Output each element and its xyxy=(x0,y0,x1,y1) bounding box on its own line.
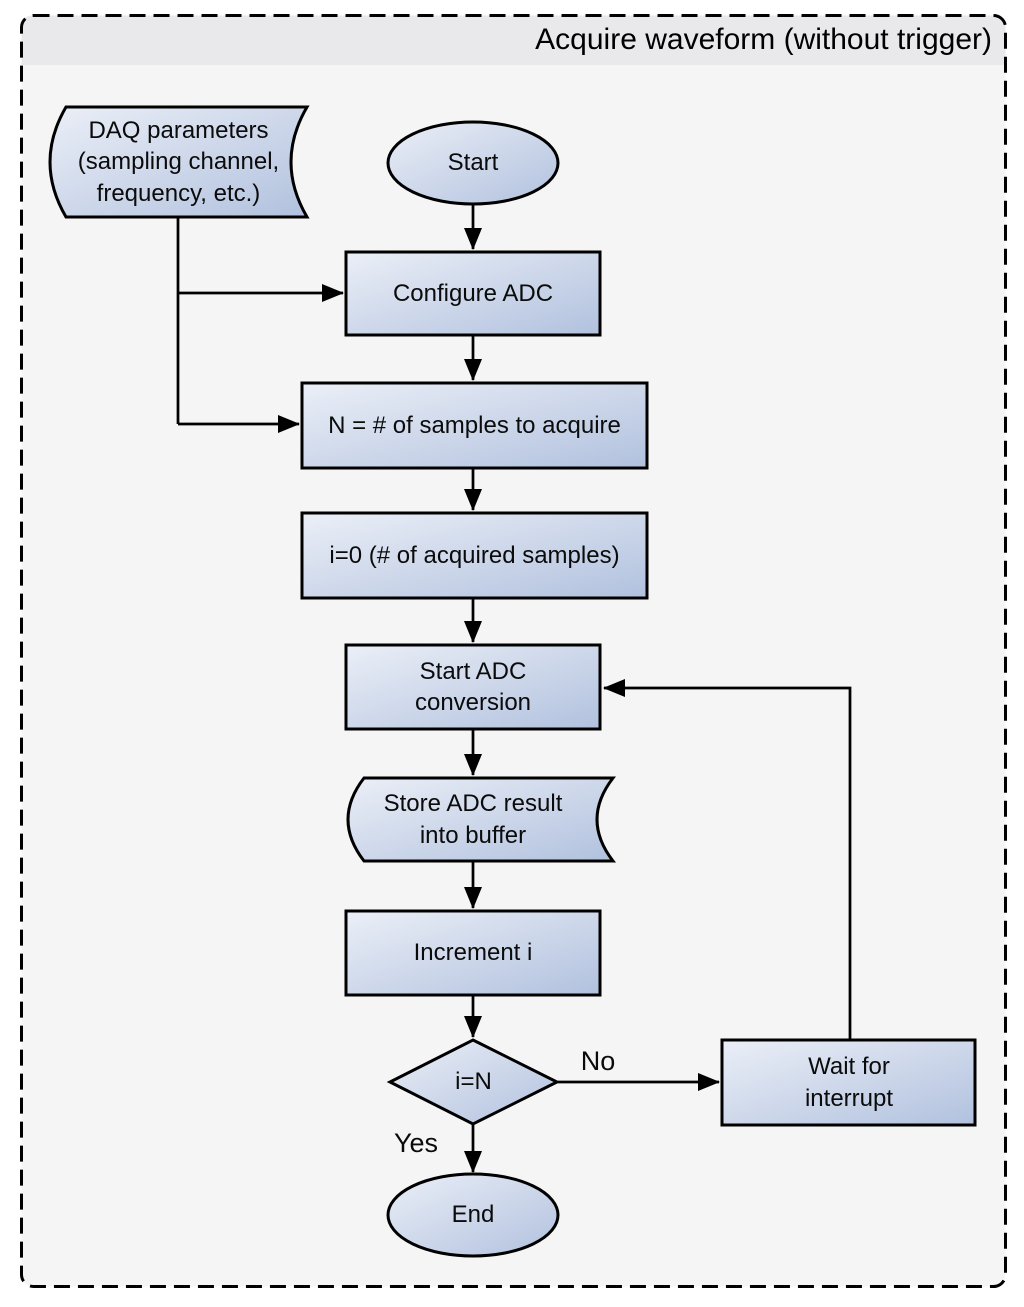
store-result-node-shape xyxy=(346,776,617,863)
decision-node-shape xyxy=(386,1038,561,1126)
start-adc-conversion-label: Start ADC conversion xyxy=(414,657,532,716)
end-node-shape xyxy=(386,1172,560,1258)
daq-parameters-node-shape xyxy=(48,105,310,219)
set-n-node-shape xyxy=(300,381,649,470)
configure-adc-label: Configure ADC xyxy=(392,279,554,307)
start-node-shape xyxy=(386,120,560,206)
configure-adc-node-shape xyxy=(344,250,602,337)
start-adc-conversion-node-shape xyxy=(344,643,602,731)
wait-for-interrupt-node-shape xyxy=(720,1038,977,1127)
increment-i-node-shape xyxy=(344,909,602,997)
daq-parameters-label: DAQ parameters (sampling channel, freque… xyxy=(77,117,280,207)
edge-group xyxy=(176,205,852,1173)
set-n-label: N = # of samples to acquire xyxy=(328,411,621,439)
diagram-title: Acquire waveform (without trigger) xyxy=(535,23,992,56)
start-label: Start xyxy=(447,149,499,177)
init-i-label: i=0 (# of acquired samples) xyxy=(329,541,620,569)
end-label: End xyxy=(451,1201,495,1229)
increment-i-label: Increment i xyxy=(413,939,533,967)
store-result-label: Store ADC result into buffer xyxy=(383,790,563,849)
edge-wait-loop-to-startconv xyxy=(603,679,852,1040)
decision-label: i=N xyxy=(455,1068,492,1096)
wait-for-interrupt-label: Wait for interrupt xyxy=(804,1053,894,1112)
edge-label-no: No xyxy=(580,1045,616,1076)
node-group xyxy=(48,105,977,1258)
init-i-node-shape xyxy=(300,511,649,600)
dashed-frame-border xyxy=(20,14,1007,1288)
title-strip xyxy=(21,15,1006,65)
edge-label-yes: Yes xyxy=(393,1127,439,1158)
